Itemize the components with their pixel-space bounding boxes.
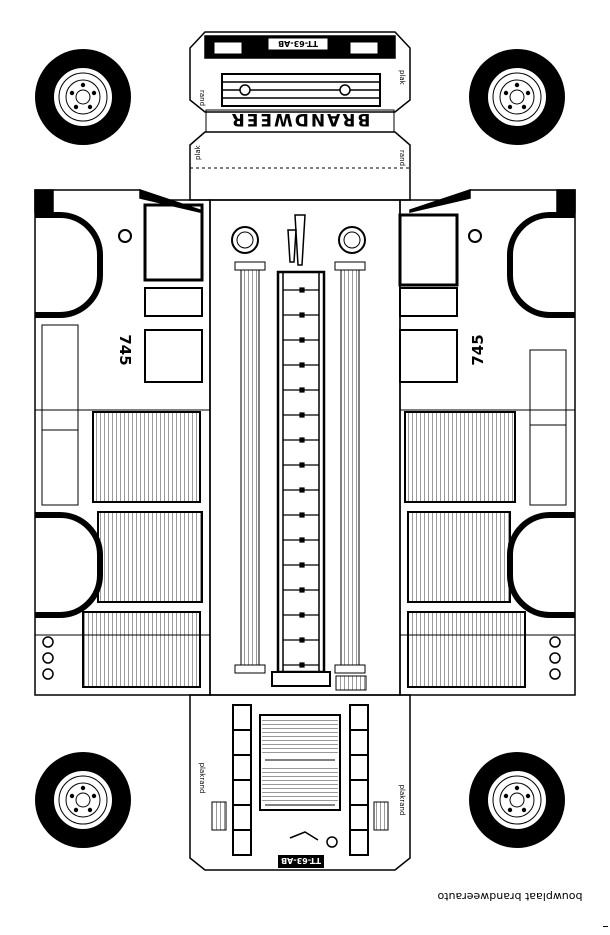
sheet-caption: bouwplaat brandweerauto — [437, 890, 583, 903]
ladder-rung-bolt — [299, 312, 305, 318]
roof-lamp-left — [231, 226, 259, 254]
cab-rand-label-right: rand — [398, 150, 406, 166]
ladder-rung-bolt — [299, 637, 305, 643]
ladder-rung-bolt — [299, 462, 305, 468]
roof-lamp-right — [338, 226, 366, 254]
ladder — [276, 270, 326, 674]
right-roller-door-1 — [404, 411, 516, 503]
left-connectors — [42, 636, 54, 680]
wheel-bottom-left — [34, 751, 132, 849]
rear-plakrand-left: plakrand — [198, 763, 206, 794]
wheel-bottom-right — [468, 751, 566, 849]
cab-light-right — [349, 41, 379, 55]
wheel-top-right — [468, 48, 566, 146]
rear-door-upper — [262, 717, 338, 755]
rear-plakrand-right: plakrand — [398, 785, 406, 816]
left-roller-door-2 — [97, 511, 203, 603]
rear-license-plate — [278, 855, 324, 868]
cab-plak-label-right: plak — [398, 70, 406, 86]
cab-plak-label-left: plak — [194, 144, 202, 160]
right-roller-door-2 — [407, 511, 511, 603]
rear-plate-text: TT-63-AB — [281, 856, 321, 865]
ladder-base — [271, 671, 331, 687]
rear-ladder-right — [349, 704, 369, 856]
ladder-rung-bolt — [299, 287, 305, 293]
left-roller-door-3 — [82, 611, 201, 688]
rear-light-left — [211, 801, 227, 831]
rear-light-right — [373, 801, 389, 831]
ladder-rung-bolt — [299, 437, 305, 443]
ladder-rung-bolt — [299, 387, 305, 393]
ladder-base-right — [335, 675, 367, 691]
hose-roll-right — [340, 269, 360, 666]
right-roller-door-3 — [407, 611, 526, 688]
cab-plate-text: TT-63-AB — [278, 39, 318, 48]
headlight-right — [339, 84, 351, 96]
ladder-rung-bolt — [299, 412, 305, 418]
wheel-top-left — [34, 48, 132, 146]
ladder-rung-bolt — [299, 362, 305, 368]
rear-piece — [189, 694, 411, 871]
cab-light-left — [213, 41, 243, 55]
ladder-rung-bolt — [299, 487, 305, 493]
right-emblem-icon — [468, 229, 482, 243]
ladder-rung-bolt — [299, 512, 305, 518]
ladder-rung-bolt — [299, 662, 305, 668]
left-roller-door-1 — [92, 411, 201, 503]
left-side-panel — [34, 188, 211, 696]
corner-tick — [603, 926, 608, 927]
right-side-number: 745 — [469, 334, 487, 365]
ladder-rung-bolt — [299, 612, 305, 618]
siren-horn-icon — [287, 214, 306, 266]
cab-license-plate — [267, 37, 329, 51]
ladder-rung-bolt — [299, 537, 305, 543]
ladder-rung-bolt — [299, 337, 305, 343]
hose-roll-left — [240, 269, 260, 666]
headlight-left — [239, 84, 251, 96]
rear-door-lower — [262, 765, 338, 803]
ladder-rung-bolt — [299, 587, 305, 593]
tow-hook-icon — [289, 831, 338, 848]
ladder-rung-bolt — [299, 562, 305, 568]
roof-piece — [209, 199, 401, 696]
left-side-number: 745 — [116, 334, 134, 365]
rear-ladder-left — [232, 704, 252, 856]
brand-text: BRANDWEER — [230, 109, 371, 129]
left-emblem-icon — [118, 229, 132, 243]
ladder-rungs — [283, 287, 319, 668]
right-connectors — [549, 636, 561, 680]
cab-rand-label-left: rand — [198, 90, 206, 106]
